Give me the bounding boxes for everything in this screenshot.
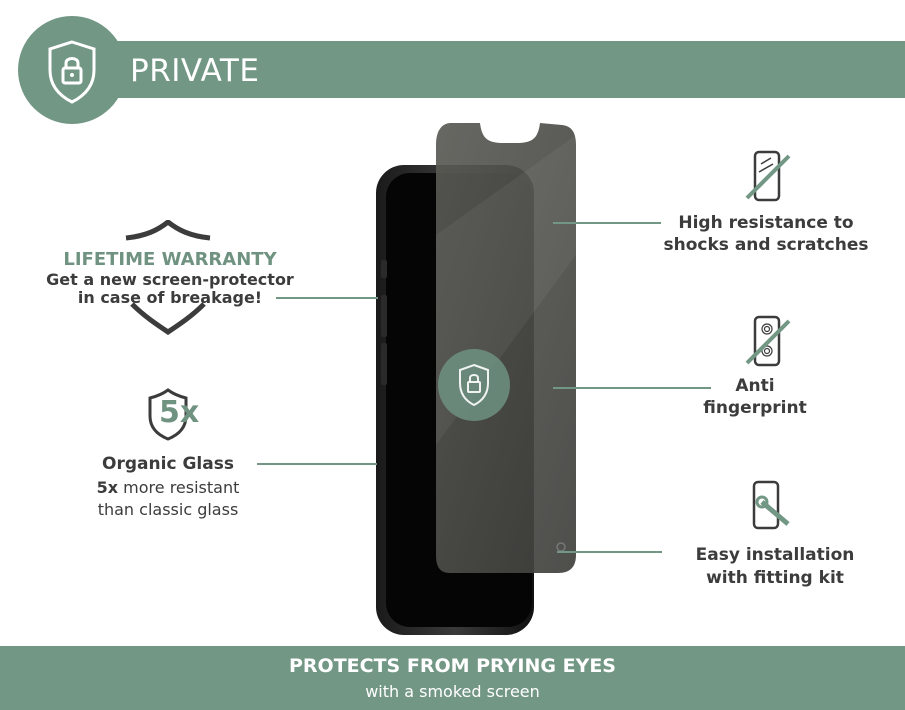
feature-2-line2: fingerprint — [703, 398, 807, 418]
shield-lock-icon — [18, 16, 126, 124]
organic-line1: 5x more resistant — [96, 478, 240, 497]
organic-title: Organic Glass — [102, 454, 234, 474]
phone-illustration — [376, 123, 576, 635]
phone-scratch-icon — [745, 150, 791, 202]
feature-3-line1: Easy installation — [695, 545, 855, 565]
feature-2-line1: Anti — [735, 376, 775, 396]
footer-subtitle: with a smoked screen — [365, 682, 540, 701]
connector-line — [553, 387, 711, 389]
5x-shield-icon: 5x — [146, 388, 202, 442]
feature-3-line2: with fitting kit — [706, 568, 844, 588]
organic-line2: than classic glass — [97, 500, 239, 519]
page-title: PRIVATE — [130, 53, 260, 89]
phone-wrench-icon — [752, 480, 790, 530]
footer-title: PROTECTS FROM PRYING EYES — [289, 655, 616, 677]
fingerprint-phone-icon — [745, 315, 791, 367]
feature-1-line1: High resistance to — [678, 213, 854, 233]
connector-line — [276, 297, 378, 299]
header-bar — [60, 41, 905, 98]
feature-1-line2: shocks and scratches — [663, 235, 869, 255]
warranty-title: LIFETIME WARRANTY — [63, 249, 277, 270]
footer-bar — [0, 646, 905, 710]
warranty-line1: Get a new screen-protector — [46, 270, 294, 289]
connector-line — [557, 551, 662, 553]
connector-line — [553, 222, 661, 224]
connector-line — [257, 463, 377, 465]
warranty-line2: in case of breakage! — [77, 288, 263, 307]
5x-label: 5x — [159, 395, 200, 430]
shield-outline-icon — [125, 220, 211, 335]
